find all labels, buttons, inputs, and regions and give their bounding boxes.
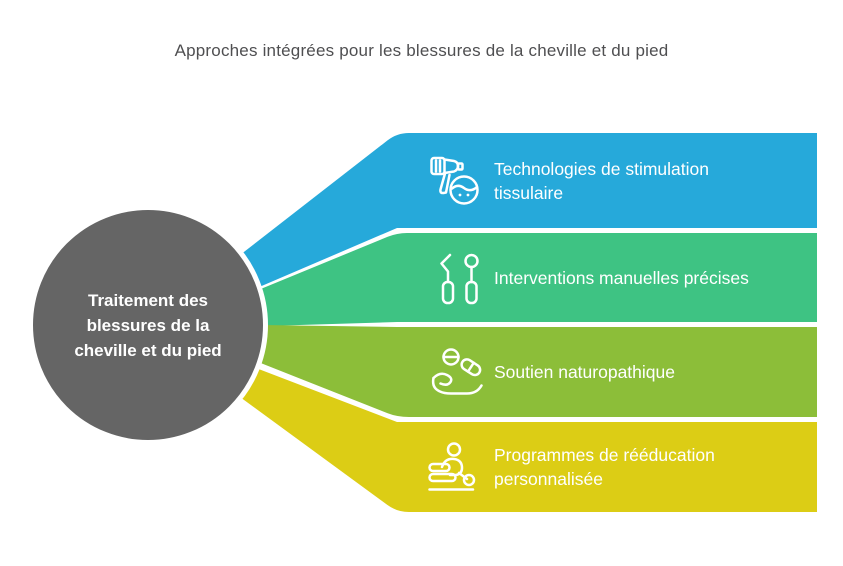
band-label-manual: Interventions manuelles précises <box>494 233 752 322</box>
band-label-text: Interventions manuelles précises <box>494 267 749 288</box>
band-shape-rehab <box>219 359 818 512</box>
band-label-naturopathic: Soutien naturopathique <box>494 327 752 417</box>
band-label-rehab: Programmes de rééducation personnalisée <box>494 422 752 512</box>
band-shape-naturopathic <box>234 324 818 417</box>
center-circle <box>28 205 268 445</box>
center-label-line: blessures de la <box>86 316 210 335</box>
band-label-text: Programmes de rééducation personnalisée <box>494 445 715 489</box>
band-label-stimulation: Technologies de stimulation tissulaire <box>494 133 752 228</box>
page-title: Approches intégrées pour les blessures d… <box>174 41 669 60</box>
band-shape-stimulation <box>231 133 817 295</box>
massage-gun-icon <box>430 156 479 205</box>
band-label-text: Technologies de stimulation tissulaire <box>494 158 709 203</box>
center-label-line: cheville et du pied <box>74 341 222 360</box>
center-label-line: Traitement des <box>88 291 208 310</box>
band-label-text: Soutien naturopathique <box>494 362 675 382</box>
medical-tools-icon <box>440 253 479 305</box>
center-label: Traitement des blessures de la cheville … <box>28 288 268 363</box>
band-shape-manual <box>239 233 817 327</box>
hand-with-pills-icon <box>431 348 483 395</box>
massage-therapy-icon <box>428 442 476 491</box>
